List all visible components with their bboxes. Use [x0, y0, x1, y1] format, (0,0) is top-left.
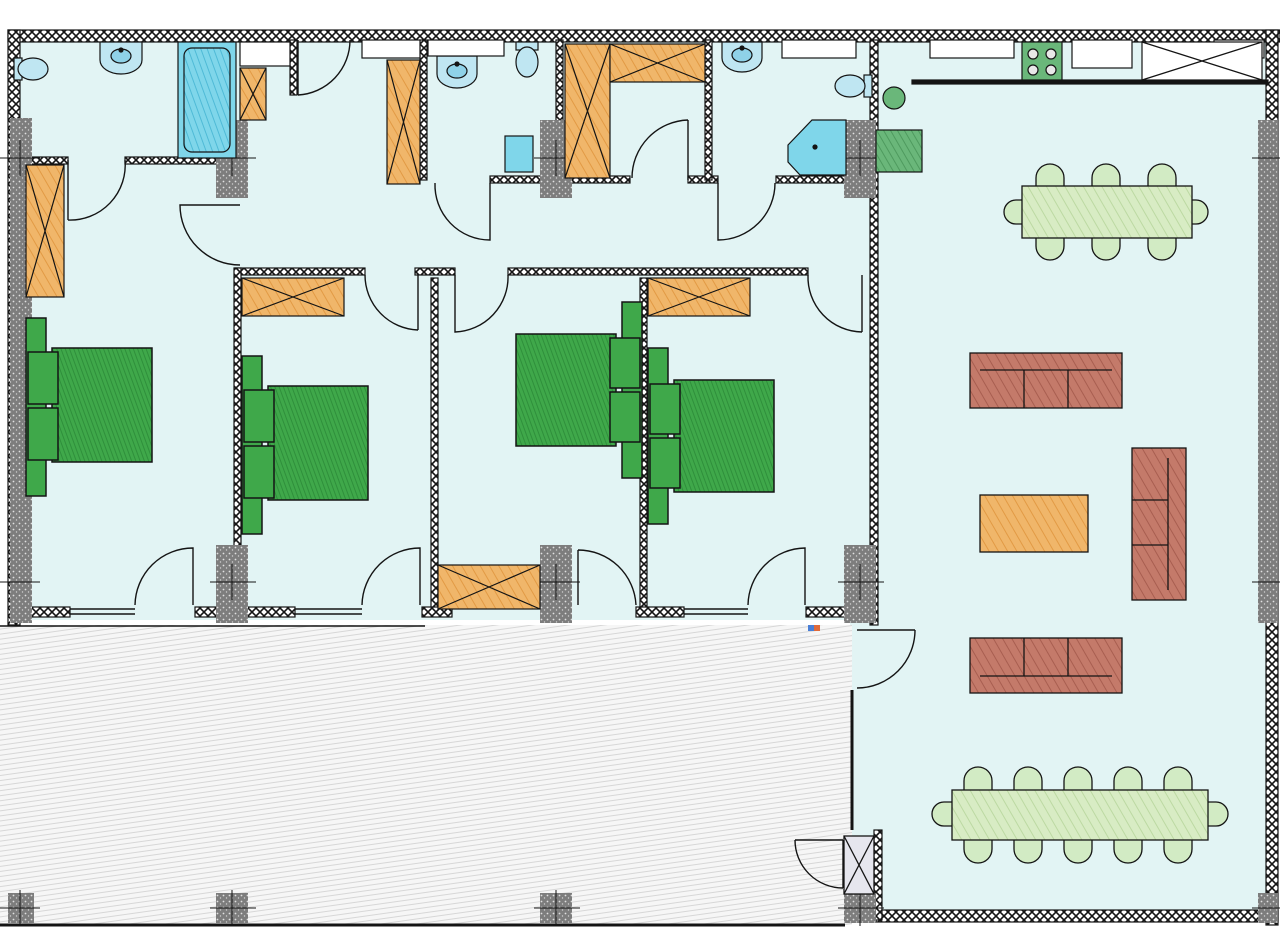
plant-icon [882, 86, 906, 110]
floors [0, 40, 1274, 925]
chair-icon [931, 766, 1229, 864]
stove-burner-icon [1045, 64, 1057, 76]
door-swing [807, 274, 863, 333]
counter-icon [929, 39, 1015, 59]
bed-icon [515, 301, 643, 479]
door-swing [747, 547, 806, 606]
wall-bed-bottom-3 [421, 606, 453, 618]
wall-bottom-living [875, 909, 1279, 923]
door-swing [67, 159, 126, 221]
door-swing [717, 182, 776, 241]
column [1258, 545, 1278, 623]
door-swing [577, 549, 637, 606]
sink-icon [99, 41, 143, 75]
counter-icon [781, 39, 857, 59]
column [1258, 120, 1278, 198]
wardrobe-icon [241, 277, 345, 317]
stove-burner-icon [1045, 48, 1057, 60]
stove-icon [1021, 41, 1063, 81]
wall-bed-bottom-5 [805, 606, 847, 618]
bathtub-icon [177, 41, 237, 159]
wardrobe-icon [609, 43, 706, 83]
wardrobe-icon [239, 67, 267, 121]
dining-table-icon [931, 766, 1229, 864]
wardrobe-icon [647, 277, 751, 317]
switch-icon [808, 625, 814, 631]
door-swing [179, 204, 241, 266]
stove-burner-icon [1027, 48, 1039, 60]
wall-bed-bottom-4 [635, 606, 685, 618]
room-terrace [0, 625, 852, 925]
wall-bath1-right [289, 39, 298, 96]
column [1258, 198, 1278, 548]
wall-kitchen [911, 79, 1269, 85]
counter-icon [875, 129, 923, 173]
shower-icon [787, 119, 847, 176]
bathroom-fixtures [13, 39, 1265, 176]
windows [0, 608, 854, 830]
toilet-icon [515, 41, 539, 78]
wardrobe-icon [25, 164, 65, 298]
sofa-icon [969, 637, 1123, 694]
wall-bath2-left [419, 39, 428, 181]
kitchen [875, 41, 1263, 173]
toilet-icon [834, 74, 873, 98]
stove-burner-icon [1027, 64, 1039, 76]
door-swing [794, 839, 844, 889]
wall-corridor-3 [414, 267, 456, 276]
door-swing [297, 39, 351, 96]
counter-icon [239, 41, 291, 67]
wardrobes [25, 43, 751, 610]
wall-corridor-2 [234, 267, 366, 276]
sink-icon [721, 41, 763, 73]
cabinet-icon [504, 135, 534, 173]
closet-icon [843, 835, 875, 895]
bed-icon [241, 355, 369, 535]
door-swing [364, 274, 419, 331]
counter-icon [1071, 39, 1133, 69]
door-swing [856, 629, 916, 689]
dining-table-icon [1003, 163, 1209, 261]
room-hallway [12, 40, 874, 620]
chair-icon [1003, 163, 1209, 261]
sink-icon [436, 55, 478, 89]
sofa-icon [969, 352, 1123, 409]
toilet-icon [13, 57, 49, 81]
bed-icon [647, 347, 775, 525]
door-swing [454, 274, 509, 333]
counter-icon [427, 39, 505, 57]
door-swing [361, 547, 421, 606]
beds [25, 301, 775, 535]
switch-icon [814, 625, 820, 631]
wall-bed2-right [430, 277, 439, 614]
wall-living-left [869, 39, 879, 626]
coffee-table-icon [979, 494, 1089, 553]
bed-icon [25, 317, 153, 497]
wall-bath3-left [704, 39, 713, 181]
wardrobe-icon [564, 43, 611, 179]
wall-bath3-bottom [687, 175, 719, 184]
door-swing [631, 119, 689, 180]
door-swing [434, 182, 491, 241]
living-furniture [808, 163, 1229, 895]
wardrobe-icon [386, 59, 421, 185]
sofa-icon [1131, 447, 1187, 601]
column [10, 545, 32, 623]
wall-corridor-4 [507, 267, 809, 276]
door-swing [134, 547, 194, 606]
wardrobe-icon [437, 564, 541, 610]
counter-icon [361, 39, 421, 59]
doors [67, 39, 916, 889]
